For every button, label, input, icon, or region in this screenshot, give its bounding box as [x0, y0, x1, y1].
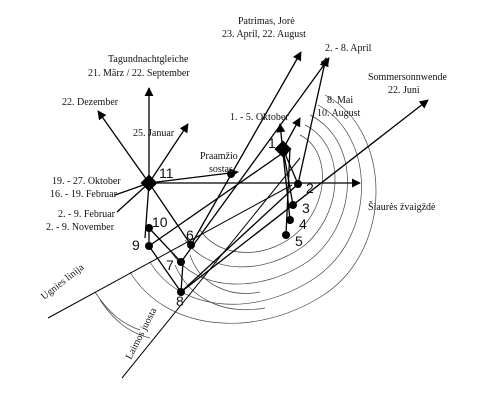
num-9: 9 [132, 237, 140, 253]
marker-9 [145, 242, 153, 250]
label-ugnies: Ugnies linija [39, 262, 87, 303]
label-tagund: Tagundnachtgleiche [108, 54, 189, 65]
num-8: 8 [176, 293, 184, 309]
rays-lower [148, 51, 330, 293]
label-dezember: 22. Dezember [62, 97, 119, 108]
num-6: 6 [186, 227, 194, 243]
label-februar-16-19: 16. - 19. Februar [50, 189, 118, 200]
label-april: 2. - 8. April [325, 43, 372, 54]
ugnies-line [47, 184, 293, 319]
label-november-2-9: 2. - 9. November [46, 222, 115, 233]
label-oktober-1-5: 1. - 5. Oktober [230, 112, 289, 123]
label-mai: 8. Mai [327, 95, 353, 106]
label-oktober-19-27: 19. - 27. Oktober [52, 176, 121, 187]
rays-from-11 [97, 87, 361, 246]
marker-7 [177, 258, 185, 266]
label-patrimas: Patrimas, Jorė [238, 16, 295, 27]
num-10: 10 [152, 214, 168, 230]
marker-2 [294, 180, 302, 188]
num-3: 3 [302, 200, 310, 216]
point-numbers: 1 2 3 4 5 6 7 8 9 10 11 [132, 135, 314, 309]
num-2: 2 [306, 180, 314, 196]
label-tagund-date: 21. März / 22. September [88, 68, 190, 79]
point-markers [140, 140, 302, 296]
label-sommer: Sommersonnwende [368, 72, 447, 83]
label-praamzio: Praamžio [200, 151, 238, 162]
label-patrimas-date: 23. April, 22. August [222, 29, 306, 40]
marker-4 [286, 216, 294, 224]
marker-1 [274, 140, 292, 158]
marker-praamzio [227, 170, 235, 178]
num-4: 4 [299, 216, 307, 232]
label-januar: 25. Januar [133, 128, 175, 139]
num-1: 1 [268, 135, 276, 151]
label-siaures: Šiaurės žvaigždė [368, 201, 436, 213]
label-august: 10. August [317, 108, 361, 119]
label-februar-2-9: 2. - 9. Februar [58, 209, 116, 220]
ground-lines [47, 99, 429, 379]
line-8-sommer [180, 99, 429, 293]
num-7: 7 [166, 257, 174, 273]
num-11: 11 [159, 165, 174, 181]
marker-3 [289, 201, 297, 209]
marker-8 [177, 288, 185, 296]
marker-5 [282, 231, 290, 239]
marker-6 [187, 241, 195, 249]
marker-10 [145, 224, 153, 232]
num-5: 5 [295, 233, 303, 249]
label-sostas: sostas [209, 164, 233, 175]
label-sommer-date: 22. Juni [388, 85, 420, 96]
marker-11 [140, 174, 158, 192]
